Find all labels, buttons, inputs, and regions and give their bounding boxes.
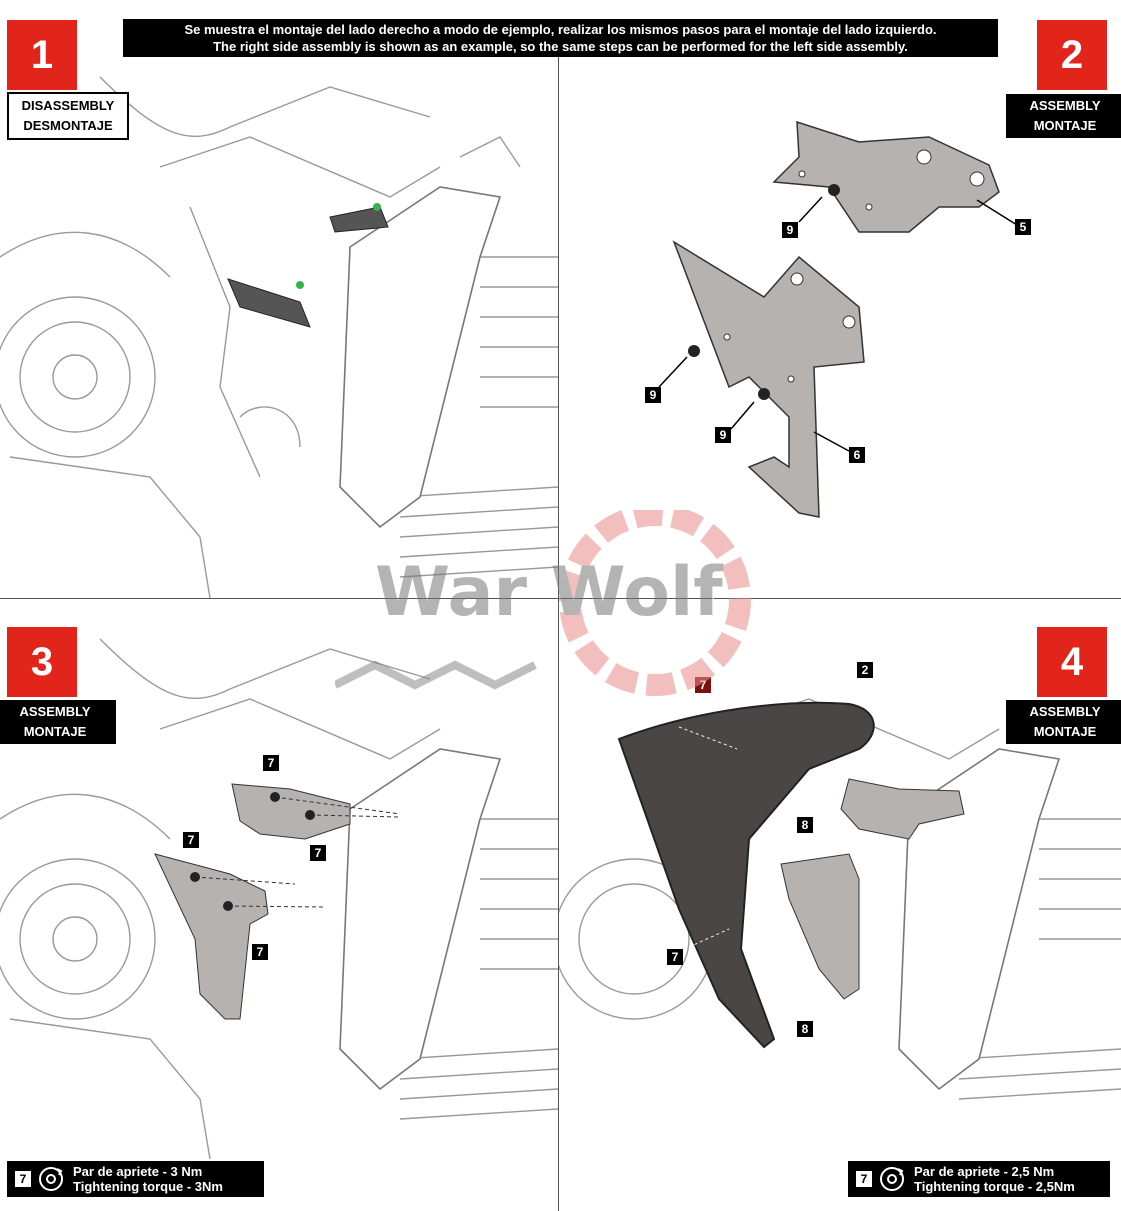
panel-step-4: 7 2 8 7 8: [559, 599, 1121, 1211]
panel-step-2: 9 5 9 9 6: [559, 57, 1121, 598]
step-label-1-line1: DISASSEMBLY: [21, 98, 115, 113]
step-label-1: DISASSEMBLY DESMONTAJE: [7, 92, 129, 140]
callout-7-d: 7: [252, 944, 268, 960]
panel-divider-vertical: [558, 57, 559, 1211]
step-label-2-line1: ASSEMBLY: [1029, 98, 1101, 113]
step-label-4-line2: MONTAJE: [1033, 724, 1097, 739]
cover-install-illustration: [559, 698, 1121, 1100]
step-number-1-badge: 1: [7, 20, 77, 90]
instruction-banner: Se muestra el montaje del lado derecho a…: [123, 19, 998, 57]
torque-left-en: Tightening torque - 3Nm: [73, 1179, 223, 1194]
banner-text-en: The right side assembly is shown as an e…: [213, 39, 908, 54]
callout-7-a: 7: [263, 755, 279, 771]
torque-badge-left: 7: [15, 1171, 31, 1187]
callout-7-bottom: 7: [667, 949, 683, 965]
panel-step-1: 1: [0, 57, 558, 598]
callout-7-top: 7: [695, 677, 711, 693]
torque-wrench-icon: [880, 1167, 904, 1191]
torque-badge-right: 7: [856, 1171, 872, 1187]
step-number-4: 4: [1037, 627, 1107, 697]
torque-spec-left: 7 Par de apriete - 3 Nm Tightening torqu…: [7, 1161, 264, 1197]
callout-8-b: 8: [797, 1021, 813, 1037]
callout-2: 2: [857, 662, 873, 678]
torque-right-es: Par de apriete - 2,5 Nm: [914, 1164, 1055, 1179]
torque-left-es: Par de apriete - 3 Nm: [73, 1164, 203, 1179]
callout-5: 5: [1015, 219, 1031, 235]
callout-9-a: 9: [782, 222, 798, 238]
callout-7-b: 7: [310, 845, 326, 861]
step-label-1-line2: DESMONTAJE: [23, 118, 113, 133]
step-label-3-line2: MONTAJE: [23, 724, 87, 739]
callout-7-c: 7: [183, 832, 199, 848]
step-label-2-line2: MONTAJE: [1033, 118, 1097, 133]
step-label-3-line1: ASSEMBLY: [19, 704, 91, 719]
torque-spec-right: 7 Par de apriete - 2,5 Nm Tightening tor…: [848, 1161, 1110, 1197]
motorcycle-disassembly-illustration: [0, 76, 558, 598]
step-label-3: ASSEMBLY MONTAJE: [0, 700, 116, 744]
step-number-2: 2: [1037, 20, 1107, 90]
brackets-illustration: [658, 120, 1018, 518]
callout-6: 6: [849, 447, 865, 463]
bracket-install-illustration: [0, 638, 558, 1160]
banner-text-es: Se muestra el montaje del lado derecho a…: [184, 22, 937, 37]
step-label-2: ASSEMBLY MONTAJE: [1006, 94, 1121, 138]
torque-right-en: Tightening torque - 2,5Nm: [914, 1179, 1075, 1194]
step-label-4-line1: ASSEMBLY: [1029, 704, 1101, 719]
step-number-3: 3: [7, 627, 77, 697]
callout-8-a: 8: [797, 817, 813, 833]
callout-9-c: 9: [715, 427, 731, 443]
panel-step-3: 7 7 7 7: [0, 599, 558, 1211]
callout-9-b: 9: [645, 387, 661, 403]
step-label-4: ASSEMBLY MONTAJE: [1006, 700, 1121, 744]
torque-wrench-icon: [39, 1167, 63, 1191]
